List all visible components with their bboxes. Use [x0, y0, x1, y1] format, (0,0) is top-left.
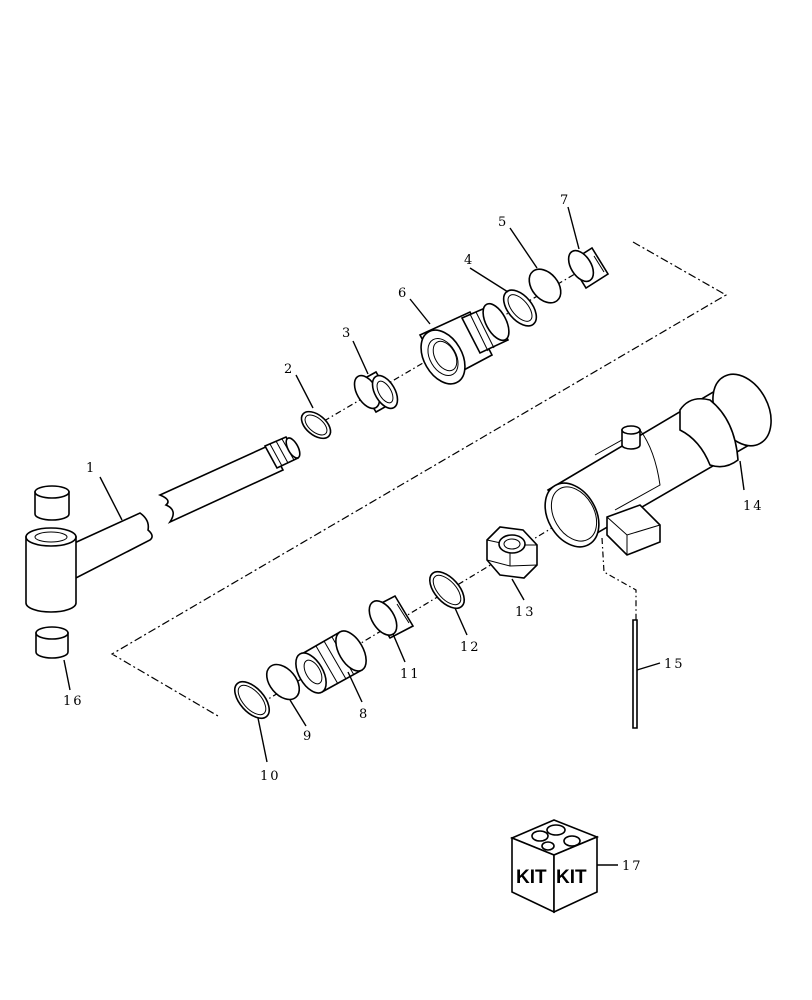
callout-5: 5 [498, 215, 508, 230]
part-16-bushing-bottom [35, 626, 69, 659]
part-9-backup-ring [265, 663, 301, 701]
part-14-barrel [544, 373, 772, 556]
callout-15: 15 [664, 657, 685, 672]
part-15-plate [632, 619, 638, 729]
part-5-backup-ring [528, 268, 562, 304]
part-2-o-ring [300, 410, 332, 440]
callout-8: 8 [359, 707, 369, 722]
part-7-split-bushing [567, 246, 610, 290]
callout-14: 14 [743, 499, 764, 514]
callout-4: 4 [464, 253, 474, 268]
callout-16: 16 [63, 694, 84, 709]
part-17-kit-box: KIT KIT [509, 819, 600, 914]
callout-2: 2 [284, 362, 294, 377]
callout-6: 6 [398, 286, 408, 301]
callout-13: 13 [515, 605, 536, 620]
callout-11: 11 [400, 667, 421, 682]
part-3-seal [353, 370, 399, 414]
part-16-bushing-top [34, 485, 70, 521]
kit-label-right: KIT [556, 867, 587, 888]
callout-3: 3 [342, 326, 352, 341]
part-10-o-ring [233, 680, 271, 720]
part-1-rod [25, 435, 301, 613]
leader-lines [63, 206, 745, 866]
callout-12: 12 [460, 640, 481, 655]
callout-17: 17 [622, 859, 643, 874]
callout-9: 9 [303, 729, 313, 744]
callout-10: 10 [260, 769, 281, 784]
callout-1: 1 [86, 461, 96, 476]
part-12-o-ring [428, 570, 466, 610]
callout-labels: 1 2 3 6 4 5 7 14 13 12 11 8 9 10 15 16 1… [63, 193, 764, 874]
part-6-gland [418, 302, 510, 385]
part-11-split-bushing [368, 594, 415, 640]
part-4-ring [502, 289, 538, 327]
part-8-piston [295, 630, 367, 694]
kit-label-left: KIT [516, 867, 547, 888]
part-13-nut [486, 526, 538, 579]
callout-7: 7 [560, 193, 570, 208]
